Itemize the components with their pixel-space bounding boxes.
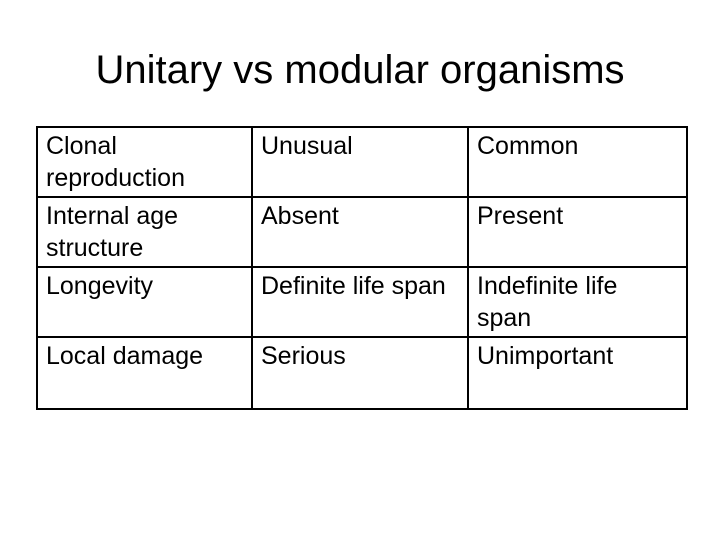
table-cell: Longevity (36, 266, 253, 338)
table-cell: Present (467, 196, 688, 268)
table-cell: Definite life span (251, 266, 469, 338)
table-row: Clonal reproduction Unusual Common (36, 126, 688, 198)
table-cell: Clonal reproduction (36, 126, 253, 198)
table-row: Local damage Serious Unimportant (36, 336, 688, 410)
table-row: Longevity Definite life span Indefinite … (36, 266, 688, 338)
table-cell: Internal age structure (36, 196, 253, 268)
table-cell: Unusual (251, 126, 469, 198)
slide-title: Unitary vs modular organisms (95, 48, 625, 92)
table-cell: Unimportant (467, 336, 688, 410)
comparison-table: Clonal reproduction Unusual Common Inter… (36, 126, 688, 410)
table-cell: Absent (251, 196, 469, 268)
table-cell: Common (467, 126, 688, 198)
table-cell: Serious (251, 336, 469, 410)
table-cell: Local damage (36, 336, 253, 410)
table-cell: Indefinite life span (467, 266, 688, 338)
table-row: Internal age structure Absent Present (36, 196, 688, 268)
